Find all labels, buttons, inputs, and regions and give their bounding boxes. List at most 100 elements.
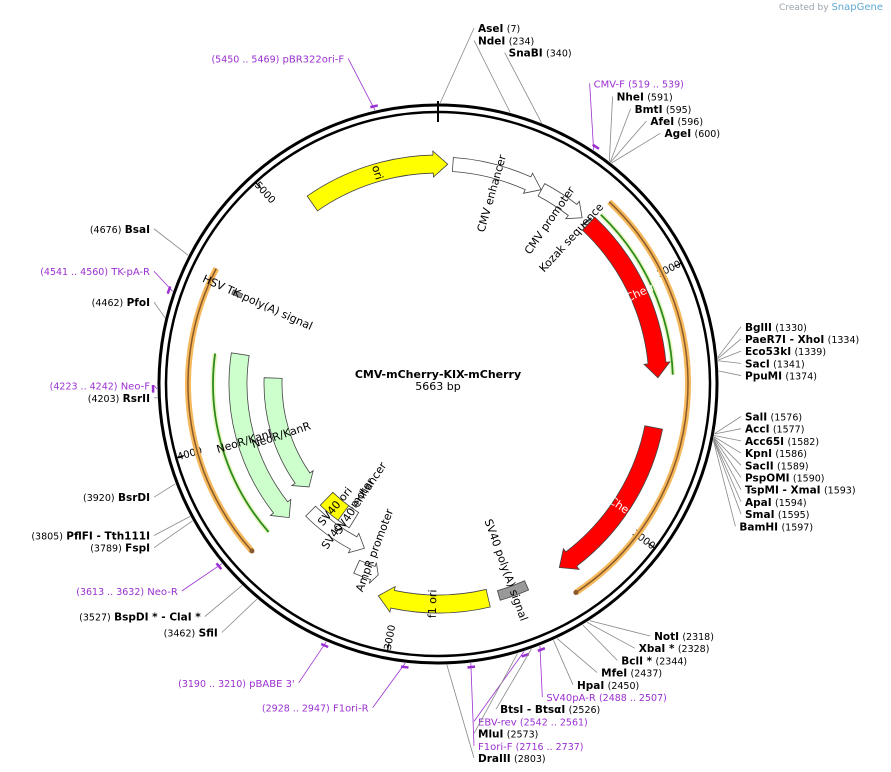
leader-line [589, 83, 595, 151]
site-label: (3789) FspI [90, 543, 150, 555]
site-position: (3462) [164, 628, 196, 639]
site-label: BglII (1330) [745, 322, 807, 334]
leader-line [714, 416, 742, 435]
feature-cmv-promoter[interactable]: CMV promoter [522, 183, 583, 257]
site-position: (2488 .. 2507) [599, 693, 667, 704]
site-position: (234) [509, 36, 535, 47]
site-position: (4676) [90, 225, 122, 236]
enzyme-acci[interactable]: AccI (1577) [714, 424, 805, 436]
site-position: (600) [695, 129, 721, 140]
enzyme-bcli[interactable]: BclI * (2344) [582, 624, 687, 668]
site-position: (2450) [608, 681, 640, 692]
site-position: (3805) [31, 532, 63, 543]
enzyme-nhei[interactable]: NheI (591) [608, 92, 673, 162]
primer-sv40pa-r[interactable]: SV40pA-R (2488 .. 2507) [539, 645, 667, 704]
feature-hsv-tk-poly-a-signal[interactable]: HSV TK poly(A) signal [200, 272, 314, 333]
enzyme-hpai[interactable]: HpaI (2450) [553, 640, 639, 692]
enzyme-pspomi[interactable]: PspOMI (1590) [713, 437, 825, 485]
site-name: SacII [745, 460, 774, 472]
site-name: Eco53kI [745, 346, 791, 358]
site-name: FspI [125, 543, 150, 555]
feature-arrow [353, 559, 379, 584]
enzyme-bmti[interactable]: BmtI (595) [609, 104, 691, 163]
site-position: (2928 .. 2947) [262, 704, 330, 715]
enzyme-mfei[interactable]: MfeI (2437) [556, 638, 662, 680]
leader-line [298, 641, 327, 684]
leader-line [717, 350, 742, 361]
enzyme-fspi[interactable]: (3789) FspI [90, 520, 193, 555]
primer-f1ori-r[interactable]: (2928 .. 2947) F1ori-R [262, 662, 406, 715]
site-label: CMV-F (519 .. 539) [594, 79, 684, 90]
leader-line [473, 40, 511, 113]
site-position: (591) [647, 93, 673, 104]
enzyme-bglii[interactable]: BglII (1330) [717, 322, 807, 358]
leader-line [713, 437, 742, 478]
site-label: (3613 .. 3632) Neo-R [76, 587, 178, 598]
feature-f1-ori[interactable]: f1 ori [377, 585, 491, 619]
primer-f1ori-f[interactable]: F1ori-F (2716 .. 2737) [470, 663, 584, 753]
enzyme-mlui[interactable]: MluI (2573) [473, 653, 538, 741]
site-position: (596) [678, 117, 704, 128]
feature-cmv-enhancer[interactable]: CMV enhancer [451, 153, 542, 234]
enzyme-sacii[interactable]: SacII (1589) [713, 437, 809, 473]
site-position: (1595) [778, 510, 810, 521]
primer-pbr322ori-f[interactable]: (5450 .. 5469) pBR322ori-F [211, 54, 376, 111]
primer-tk-pa-r[interactable]: (4541 .. 4560) TK-pA-R [40, 267, 173, 292]
translation-line [187, 268, 253, 552]
enzyme-asei[interactable]: AseI (7) [439, 23, 520, 104]
enzyme-saci[interactable]: SacI (1341) [717, 358, 805, 370]
site-label: SacII (1589) [745, 460, 809, 472]
primer-neo-r[interactable]: (3613 .. 3632) Neo-R [76, 563, 223, 598]
enzyme-bsai[interactable]: (4676) BsaI [90, 224, 189, 256]
primer-ebv-rev[interactable]: EBV-rev (2542 .. 2561) [473, 651, 588, 729]
enzyme-btsi-bts-i[interactable]: BtsI - BtsαI (2526) [495, 648, 600, 716]
enzyme-bsrdi[interactable]: (3920) BsrDI [83, 483, 176, 504]
enzyme-paer7i-xhoi[interactable]: PaeR7I - XhoI (1334) [717, 334, 859, 359]
enzyme-bamhi[interactable]: BamHI (1597) [712, 440, 813, 533]
enzyme-pflfi-tth111i[interactable]: (3805) PflFI - Tth111I [31, 516, 191, 543]
site-position: (5450 .. 5469) [211, 54, 279, 65]
enzyme-acc65i[interactable]: Acc65I (1582) [714, 435, 819, 448]
enzyme-tspmi-xmai[interactable]: TspMI - XmaI (1593) [713, 438, 856, 497]
enzyme-eco53ki[interactable]: Eco53kI (1339) [717, 346, 826, 361]
site-name: BglII [745, 322, 772, 334]
primer-pbabe-3[interactable]: (3190 .. 3210) pBABE 3' [178, 641, 327, 690]
site-position: (1590) [793, 473, 825, 484]
enzyme-ppumi[interactable]: PpuMI (1374) [718, 371, 817, 383]
leader-line [504, 52, 542, 123]
enzyme-agei[interactable]: AgeI (600) [611, 128, 721, 164]
primer-cmv-f[interactable]: CMV-F (519 .. 539) [589, 79, 684, 151]
leader-line [713, 436, 742, 454]
leader-line [221, 598, 258, 633]
site-label: XbaI * (2328) [639, 643, 710, 655]
leader-line [181, 563, 223, 592]
enzyme-snabi[interactable]: SnaBI (340) [504, 48, 572, 123]
enzyme-apai[interactable]: ApaI (1594) [713, 439, 807, 509]
enzyme-draiii[interactable]: DraIII (2803) [446, 664, 546, 765]
enzyme-sfii[interactable]: (3462) SfiI [164, 598, 258, 639]
site-label: MfeI (2437) [601, 668, 662, 680]
site-name: BsrDI [118, 492, 150, 504]
enzyme-noti[interactable]: NotI (2318) [589, 620, 714, 643]
translation-line [575, 201, 689, 594]
site-label: (3805) PflFI - Tth111I [31, 531, 150, 543]
enzyme-rsrii[interactable]: (4203) RsrII [88, 393, 158, 405]
enzyme-afei[interactable]: AfeI (596) [610, 116, 704, 163]
site-label: (3527) BspDI * - ClaI * [79, 612, 201, 624]
site-name: pBR322ori-F [283, 54, 345, 65]
enzyme-xbai[interactable]: XbaI * (2328) [586, 621, 710, 655]
enzyme-kpni[interactable]: KpnI (1586) [713, 436, 807, 460]
enzyme-smai[interactable]: SmaI (1595) [713, 439, 810, 522]
tick-mark [255, 182, 262, 189]
site-name: BmtI [635, 104, 663, 116]
enzyme-ndei[interactable]: NdeI (234) [473, 35, 535, 113]
feature-ampr-promoter[interactable]: AmpR promoter [353, 507, 396, 594]
leader-line [713, 438, 742, 490]
primer-neo-f[interactable]: (4223 .. 4242) Neo-F [50, 382, 158, 393]
enzyme-bspdi-clai[interactable]: (3527) BspDI * - ClaI * [79, 585, 243, 624]
enzyme-sali[interactable]: SalI (1576) [714, 411, 803, 435]
feature-ori[interactable]: ori [306, 150, 449, 212]
enzyme-pfoi[interactable]: (4462) PfoI [92, 297, 166, 318]
site-name: PfoI [127, 297, 150, 309]
